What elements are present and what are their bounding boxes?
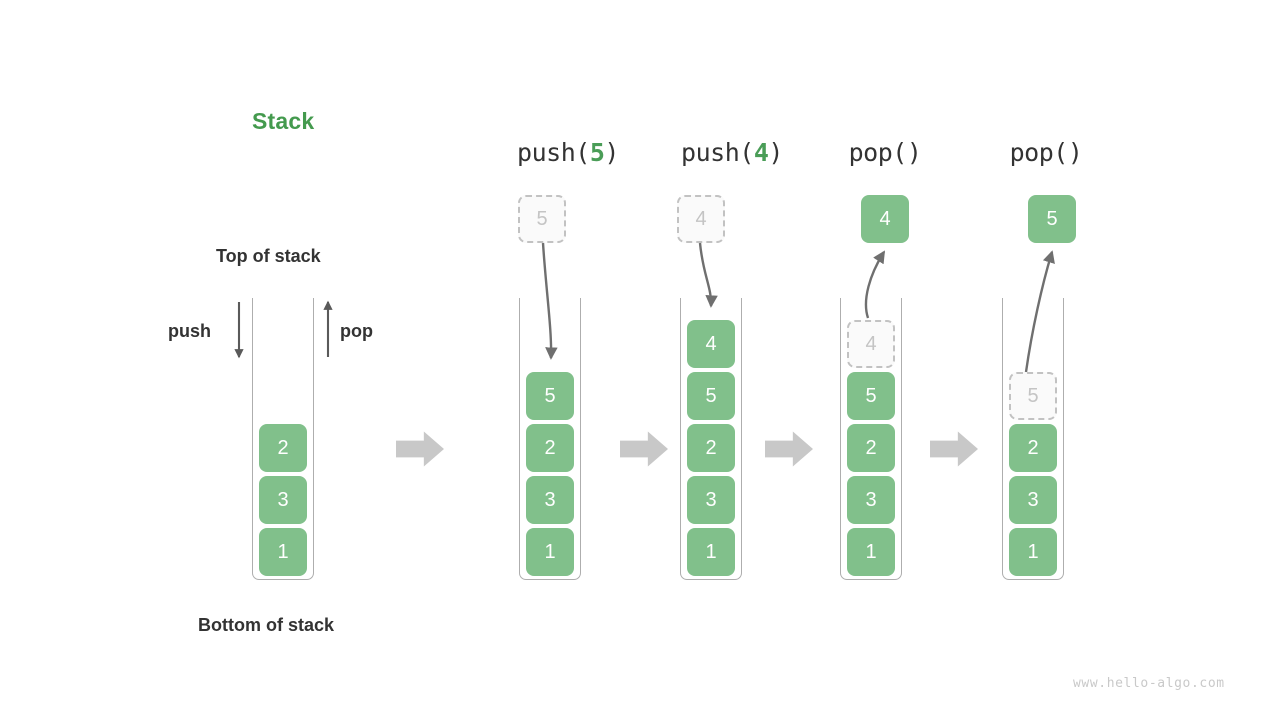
stack-cell: 5 (847, 372, 895, 420)
popped-element-4: 4 (861, 195, 909, 243)
op-paren-open: ( (1053, 138, 1068, 167)
stack-cell: 5 (526, 372, 574, 420)
ghost-stack-cell: 4 (847, 320, 895, 368)
op-name: push (517, 138, 576, 167)
stack-cell: 1 (687, 528, 735, 576)
op-paren-close: ) (1067, 138, 1083, 167)
stack-cell: 3 (687, 476, 735, 524)
op-label-push-4: push(4) (681, 138, 783, 167)
popped-element-5: 5 (1028, 195, 1076, 243)
floating-element-push-4: 4 (677, 195, 725, 243)
stack-cell: 2 (687, 424, 735, 472)
op-paren-close: ) (906, 138, 922, 167)
page-title: Stack (252, 108, 315, 134)
stack-cell: 1 (259, 528, 307, 576)
stack-cell: 1 (526, 528, 574, 576)
ghost-stack-cell: 5 (1009, 372, 1057, 420)
op-arg: 4 (753, 138, 769, 167)
stack-cell: 4 (687, 320, 735, 368)
op-name: pop (1009, 138, 1054, 167)
stack-cell: 3 (259, 476, 307, 524)
watermark: www.hello-algo.com (1073, 676, 1225, 691)
stack-container-initial (252, 298, 314, 580)
stack-cell: 1 (847, 528, 895, 576)
op-paren-close: ) (768, 138, 783, 167)
floating-element-push-5: 5 (518, 195, 566, 243)
stack-container-pop-1 (840, 298, 902, 580)
stack-cell: 2 (1009, 424, 1057, 472)
op-label-pop-2: pop() (1010, 138, 1083, 167)
op-paren-open: ( (892, 138, 907, 167)
op-paren-open: ( (575, 138, 590, 167)
stack-cell: 2 (526, 424, 574, 472)
bottom-of-stack-label: Bottom of stack (198, 615, 335, 635)
op-label-pop-1: pop() (849, 138, 922, 167)
transition-arrow-icon (930, 431, 978, 467)
stack-cell: 2 (847, 424, 895, 472)
stack-container-push-5 (519, 298, 581, 580)
pop-label: pop (340, 321, 373, 341)
op-name: push (681, 138, 740, 167)
stack-container-push-4 (680, 298, 742, 580)
push-label: push (168, 321, 211, 341)
stack-cell: 2 (259, 424, 307, 472)
push-4-flow-arrow (698, 242, 718, 308)
stack-container-pop-2 (1002, 298, 1064, 580)
stack-cell: 3 (847, 476, 895, 524)
stack-cell: 1 (1009, 528, 1057, 576)
stack-cell: 3 (1009, 476, 1057, 524)
op-arg: 5 (589, 138, 605, 167)
op-paren-open: ( (739, 138, 754, 167)
stack-cell: 3 (526, 476, 574, 524)
op-label-push-5: push(5) (517, 138, 619, 167)
transition-arrow-icon (396, 431, 444, 467)
op-paren-close: ) (604, 138, 619, 167)
op-name: pop (848, 138, 893, 167)
transition-arrow-icon (765, 431, 813, 467)
transition-arrow-icon (620, 431, 668, 467)
top-of-stack-label: Top of stack (216, 246, 321, 266)
stack-cell: 5 (687, 372, 735, 420)
